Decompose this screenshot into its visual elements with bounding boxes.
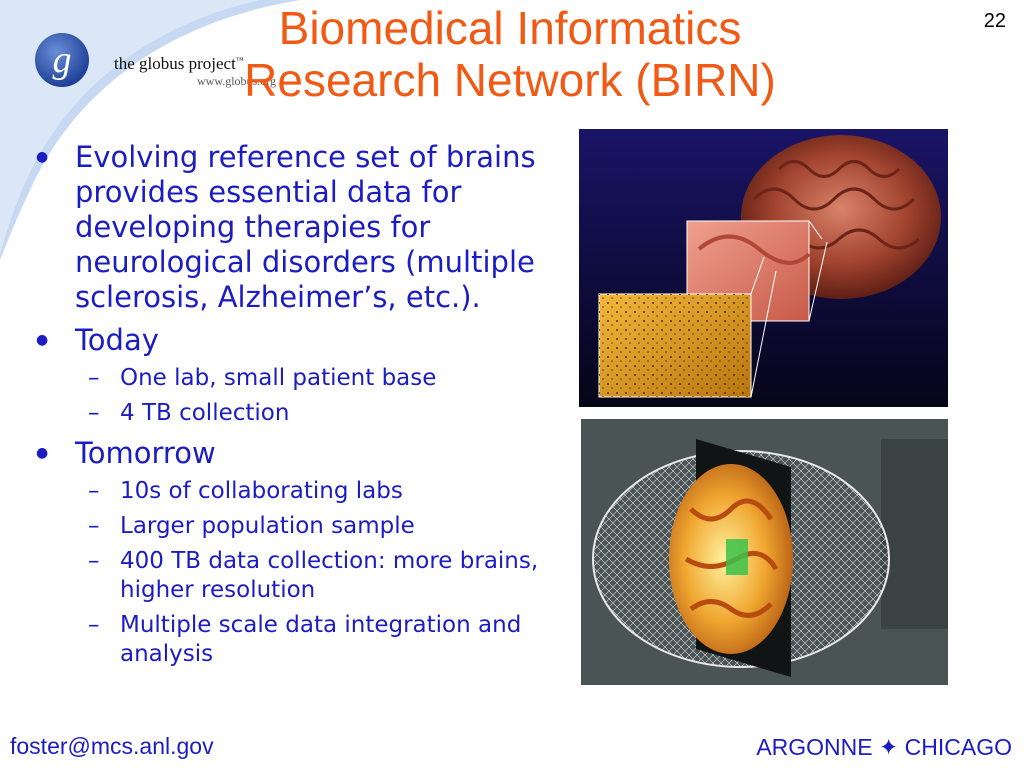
slide-number: 22 (983, 10, 1006, 32)
svg-text:g: g (53, 39, 72, 81)
title-line-1: Biomedical Informatics (278, 2, 742, 54)
sub-bullet-item: Larger population sample (75, 512, 574, 541)
sub-bullet-item: 400 TB data collection: more brains, hig… (75, 547, 574, 605)
slide-title: Biomedical Informatics Research Network … (170, 2, 850, 106)
title-line-2: Research Network (BIRN) (244, 54, 776, 106)
sub-bullet-item: One lab, small patient base (75, 364, 574, 393)
sub-bullet-item: Multiple scale data integration and anal… (75, 611, 574, 669)
brain-tissue-zoom-image (579, 129, 948, 407)
footer-email[interactable]: foster@mcs.anl.gov (10, 733, 214, 759)
sub-bullet-item: 10s of collaborating labs (75, 477, 574, 506)
sub-bullet-list: One lab, small patient base 4 TB collect… (75, 364, 574, 428)
brain-wireframe-mri-image (581, 419, 948, 685)
sub-bullet-item: 4 TB collection (75, 399, 574, 428)
footer-organization: ARGONNE ✦ CHICAGO (756, 734, 1012, 760)
bullet-item: Tomorrow 10s of collaborating labs Large… (34, 436, 574, 669)
logo-name: the globus project™ (114, 54, 244, 73)
bullet-list: Evolving reference set of brains provide… (34, 140, 574, 677)
bullet-text: Today (75, 323, 159, 357)
globus-g-icon: g (35, 33, 89, 87)
bullet-text: Tomorrow (75, 436, 216, 470)
globus-logo[interactable]: g the globus project™ www.globus.org (32, 22, 282, 112)
bullet-item: Today One lab, small patient base 4 TB c… (34, 323, 574, 428)
bullet-item: Evolving reference set of brains provide… (34, 140, 574, 315)
logo-url: www.globus.org (197, 74, 277, 88)
sub-bullet-list: 10s of collaborating labs Larger populat… (75, 477, 574, 669)
bullet-text: Evolving reference set of brains provide… (75, 140, 536, 314)
